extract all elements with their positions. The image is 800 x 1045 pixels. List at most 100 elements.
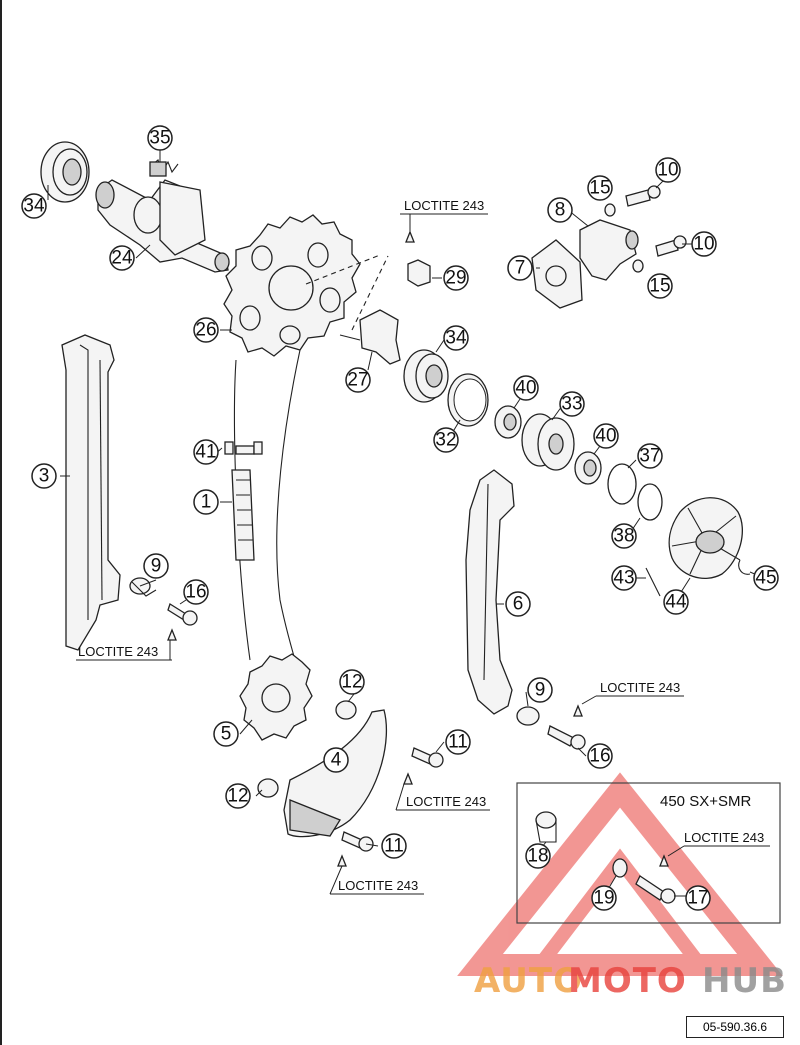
pin-43	[645, 567, 661, 597]
loctite-label-16-left: LOCTITE 243	[78, 644, 158, 659]
callout-7: 7	[507, 255, 533, 281]
callout-45: 45	[753, 565, 779, 591]
screw-11-top	[411, 747, 444, 768]
chain-link-41	[224, 441, 263, 455]
oring-38	[637, 483, 663, 521]
screw-16-right	[547, 725, 586, 750]
callout-11-bottom: 11	[381, 833, 407, 859]
callout-38: 38	[611, 523, 637, 549]
svg-text:9: 9	[151, 556, 162, 577]
callout-18: 18	[525, 843, 551, 869]
screw-10-bottom	[655, 235, 687, 257]
callout-34-middle: 34	[443, 325, 469, 351]
svg-text:29: 29	[445, 268, 466, 289]
bearing-34-middle	[403, 349, 449, 403]
callout-40-a: 40	[513, 375, 539, 401]
callout-33: 33	[559, 391, 585, 417]
loctite-label-inset: LOCTITE 243	[684, 830, 764, 845]
inset-box	[516, 782, 781, 924]
svg-text:44: 44	[665, 592, 687, 613]
callout-1: 1	[193, 489, 219, 515]
screw-17	[635, 875, 676, 904]
svg-text:38: 38	[613, 526, 634, 547]
svg-text:33: 33	[561, 394, 582, 415]
svg-text:3: 3	[39, 466, 50, 487]
callout-6: 6	[505, 591, 531, 617]
callout-32: 32	[433, 427, 459, 453]
callout-12-top: 12	[339, 669, 365, 695]
washer-15-bottom	[632, 259, 644, 273]
svg-text:40: 40	[595, 426, 616, 447]
svg-text:4: 4	[331, 750, 342, 771]
svg-text:26: 26	[195, 320, 216, 341]
crank-sprocket-5	[239, 653, 313, 741]
svg-text:12: 12	[341, 672, 362, 693]
gear-33	[521, 413, 575, 471]
screw-11-bottom	[341, 831, 374, 852]
svg-text:45: 45	[755, 568, 776, 589]
callout-15-bottom: 15	[647, 273, 673, 299]
svg-text:16: 16	[589, 746, 610, 767]
callout-4: 4	[323, 747, 349, 773]
bearing-40-b	[574, 451, 602, 485]
washer-15-top	[604, 203, 616, 217]
screw-10-top	[625, 185, 661, 207]
svg-text:37: 37	[639, 446, 660, 467]
callout-16-left: 16	[183, 579, 209, 605]
svg-text:19: 19	[593, 888, 614, 909]
camshaft-24	[95, 179, 230, 273]
bushing-12-top	[335, 700, 357, 720]
loctite-label-29: LOCTITE 243	[404, 198, 484, 213]
svg-text:35: 35	[149, 128, 170, 149]
svg-text:32: 32	[435, 430, 456, 451]
svg-text:6: 6	[513, 594, 524, 615]
loctite-drop-inset	[659, 854, 669, 867]
svg-text:43: 43	[613, 568, 634, 589]
svg-text:12: 12	[227, 786, 248, 807]
svg-text:AUTO: AUTO	[474, 961, 583, 1001]
svg-text:MOTO: MOTO	[568, 961, 687, 1001]
svg-text:34: 34	[23, 196, 45, 217]
loctite-drop-11-bottom	[337, 854, 347, 867]
guide-shoe-4	[283, 709, 387, 838]
svg-text:17: 17	[687, 888, 708, 909]
leader-lines	[47, 150, 770, 897]
callout-35: 35	[147, 125, 173, 151]
svg-text:9: 9	[535, 680, 546, 701]
svg-text:15: 15	[649, 276, 670, 297]
callout-3: 3	[31, 463, 57, 489]
clip-45	[738, 559, 751, 575]
svg-text:7: 7	[515, 258, 526, 279]
inset-title: 450 SX+SMR	[660, 793, 751, 810]
svg-text:40: 40	[515, 378, 536, 399]
callout-19: 19	[591, 885, 617, 911]
svg-text:1: 1	[201, 492, 212, 513]
callout-16-right: 16	[587, 743, 613, 769]
svg-text:41: 41	[195, 442, 216, 463]
chain-guide-3	[61, 334, 121, 651]
svg-text:16: 16	[185, 582, 206, 603]
callout-41: 41	[193, 439, 219, 465]
callout-5: 5	[213, 721, 239, 747]
svg-text:27: 27	[347, 370, 368, 391]
callout-37: 37	[637, 443, 663, 469]
watermark-logo	[457, 772, 783, 976]
callout-10-top: 10	[655, 157, 681, 183]
svg-text:18: 18	[527, 846, 548, 867]
bushing-9-left	[129, 577, 157, 597]
bearing-40-a	[494, 405, 522, 439]
callout-9-right: 9	[527, 677, 553, 703]
callout-24: 24	[109, 245, 135, 271]
callout-12-bottom: 12	[225, 783, 251, 809]
svg-text:5: 5	[221, 724, 232, 745]
impeller-44	[668, 497, 743, 579]
svg-text:10: 10	[693, 234, 714, 255]
bearing-34-left	[40, 141, 90, 203]
callout-15-top: 15	[587, 175, 613, 201]
ring-32	[447, 373, 489, 427]
page-left-border	[0, 0, 2, 1045]
callout-44: 44	[663, 589, 689, 615]
svg-text:HUB: HUB	[702, 961, 787, 1001]
svg-text:34: 34	[445, 328, 467, 349]
